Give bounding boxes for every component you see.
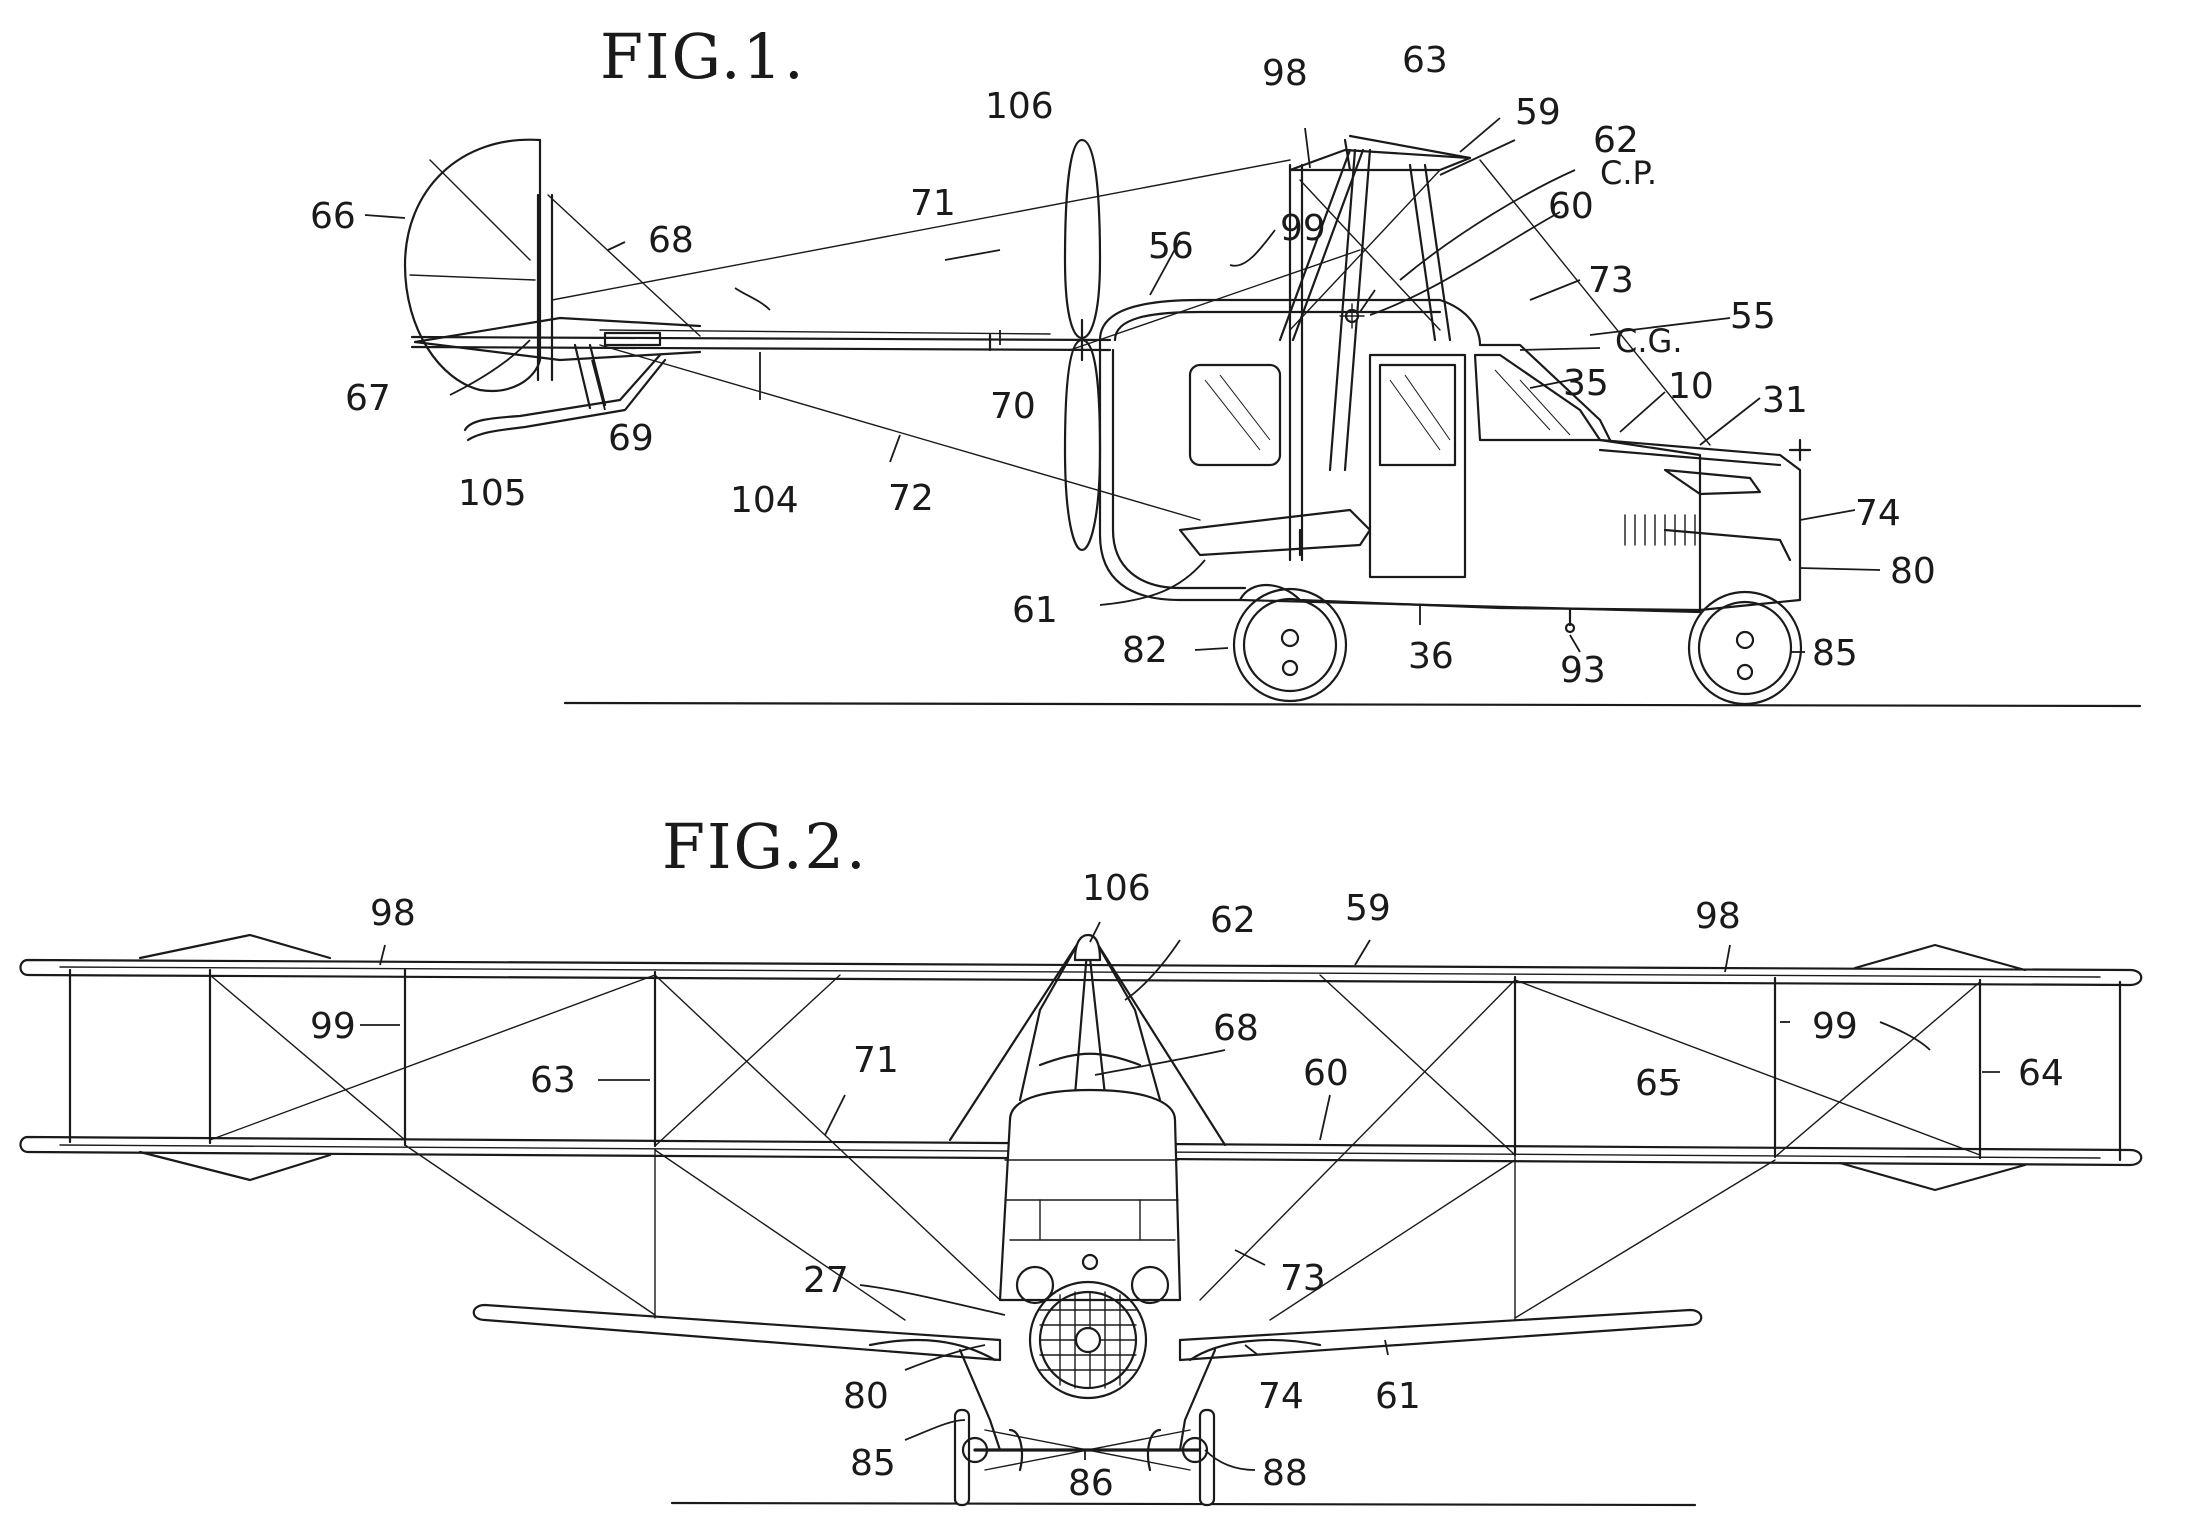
fig1-leader-lines: [364, 117, 1881, 653]
fig2-label-62: 62: [1210, 900, 1256, 941]
fig1-label-66: 66: [310, 196, 356, 237]
fig1-label-70: 70: [990, 386, 1036, 427]
fig2-label-98-left: 98: [370, 893, 416, 934]
fig2-stub-wings: [472, 1303, 1703, 1362]
fig1-label-85: 85: [1812, 633, 1858, 674]
fig2-label-88: 88: [1262, 1453, 1308, 1494]
fig1-rudder: [403, 138, 554, 393]
fig2-label-60: 60: [1303, 1053, 1349, 1094]
fig1-propeller: [1063, 138, 1102, 552]
fig1-ground-line: [563, 701, 2142, 708]
figure-1-title: FIG.1.: [600, 20, 806, 93]
fig1-label-74: 74: [1855, 493, 1901, 534]
fig1-label-99: 99: [1280, 208, 1326, 249]
fig1-car-body: [1098, 298, 1812, 634]
fig1-label-36: 36: [1408, 636, 1454, 677]
fig2-reference-labels: 106 62 59 98 98 99 99 63 71 68 60 65 64 …: [310, 868, 2064, 1504]
fig2-label-106: 106: [1082, 868, 1151, 909]
fig1-label-56: 56: [1148, 226, 1194, 267]
fig1-tail-boom: [410, 316, 1112, 362]
fig1-label-62: 62: [1593, 120, 1639, 161]
fig2-label-71: 71: [853, 1040, 899, 1081]
figure-2-title: FIG.2.: [662, 810, 868, 883]
fig1-label-93: 93: [1560, 650, 1606, 691]
fig1-label-104: 104: [730, 480, 799, 521]
fig1-bracing-wires: [547, 159, 1711, 521]
fig2-car-front: [998, 1088, 1182, 1400]
fig1-front-wheel: [1687, 590, 1803, 706]
fig2-label-65: 65: [1635, 1063, 1681, 1104]
fig1-label-cg: C.G.: [1615, 322, 1682, 360]
fig2-label-85: 85: [850, 1443, 896, 1484]
figure-2-front-view: FIG.2.: [19, 810, 2143, 1507]
fig2-label-86: 86: [1068, 1463, 1114, 1504]
fig2-ground-line: [670, 1501, 1697, 1507]
fig1-label-106: 106: [985, 86, 1054, 127]
fig1-reference-labels: 106 98 63 59 62 C.P. 60 66 68 71 99 56 7…: [310, 40, 1936, 691]
fig2-wing-bracing: [209, 974, 1981, 1321]
fig2-interplane-struts: [68, 968, 2122, 1162]
fig1-label-67: 67: [345, 378, 391, 419]
fig1-label-60: 60: [1548, 186, 1594, 227]
fig1-label-55: 55: [1730, 296, 1776, 337]
fig2-label-61: 61: [1375, 1376, 1421, 1417]
fig2-label-59: 59: [1345, 888, 1391, 929]
fig1-label-105: 105: [458, 473, 527, 514]
fig1-label-35: 35: [1563, 363, 1609, 404]
fig1-wing-struts: [1278, 134, 1472, 562]
fig1-label-69: 69: [608, 418, 654, 459]
fig1-tail-skid: [463, 343, 667, 442]
fig2-label-64: 64: [2018, 1053, 2064, 1094]
fig2-label-98-right: 98: [1695, 896, 1741, 937]
fig1-label-72: 72: [888, 478, 934, 519]
fig2-leader-lines: [360, 921, 2000, 1471]
fig2-label-80: 80: [843, 1376, 889, 1417]
fig2-cabane: [948, 933, 1227, 1147]
fig1-label-31: 31: [1762, 380, 1808, 421]
fig2-label-63: 63: [530, 1060, 576, 1101]
fig1-hood-louvers: [1624, 514, 1696, 546]
fig1-label-73: 73: [1588, 260, 1634, 301]
fig1-label-10: 10: [1668, 366, 1714, 407]
fig1-label-82: 82: [1122, 630, 1168, 671]
fig1-label-98: 98: [1262, 53, 1308, 94]
fig2-upper-wing: [19, 933, 2143, 987]
fig1-label-68: 68: [648, 220, 694, 261]
fig2-label-27: 27: [803, 1260, 849, 1301]
fig1-label-59: 59: [1515, 92, 1561, 133]
fig1-label-cp: C.P.: [1600, 154, 1657, 192]
figure-1-side-view: FIG.1.: [310, 20, 2142, 708]
fig1-label-80: 80: [1890, 551, 1936, 592]
fig2-label-99-right: 99: [1812, 1006, 1858, 1047]
fig2-label-73: 73: [1280, 1258, 1326, 1299]
fig2-label-74: 74: [1258, 1376, 1304, 1417]
fig1-label-61: 61: [1012, 590, 1058, 631]
fig2-label-99-left: 99: [310, 1006, 356, 1047]
fig1-label-71: 71: [910, 183, 956, 224]
fig2-label-68: 68: [1213, 1008, 1259, 1049]
fig1-label-63: 63: [1402, 40, 1448, 81]
fig1-rear-wheel: [1232, 587, 1348, 703]
fig2-landing-gear: [953, 1348, 1217, 1507]
